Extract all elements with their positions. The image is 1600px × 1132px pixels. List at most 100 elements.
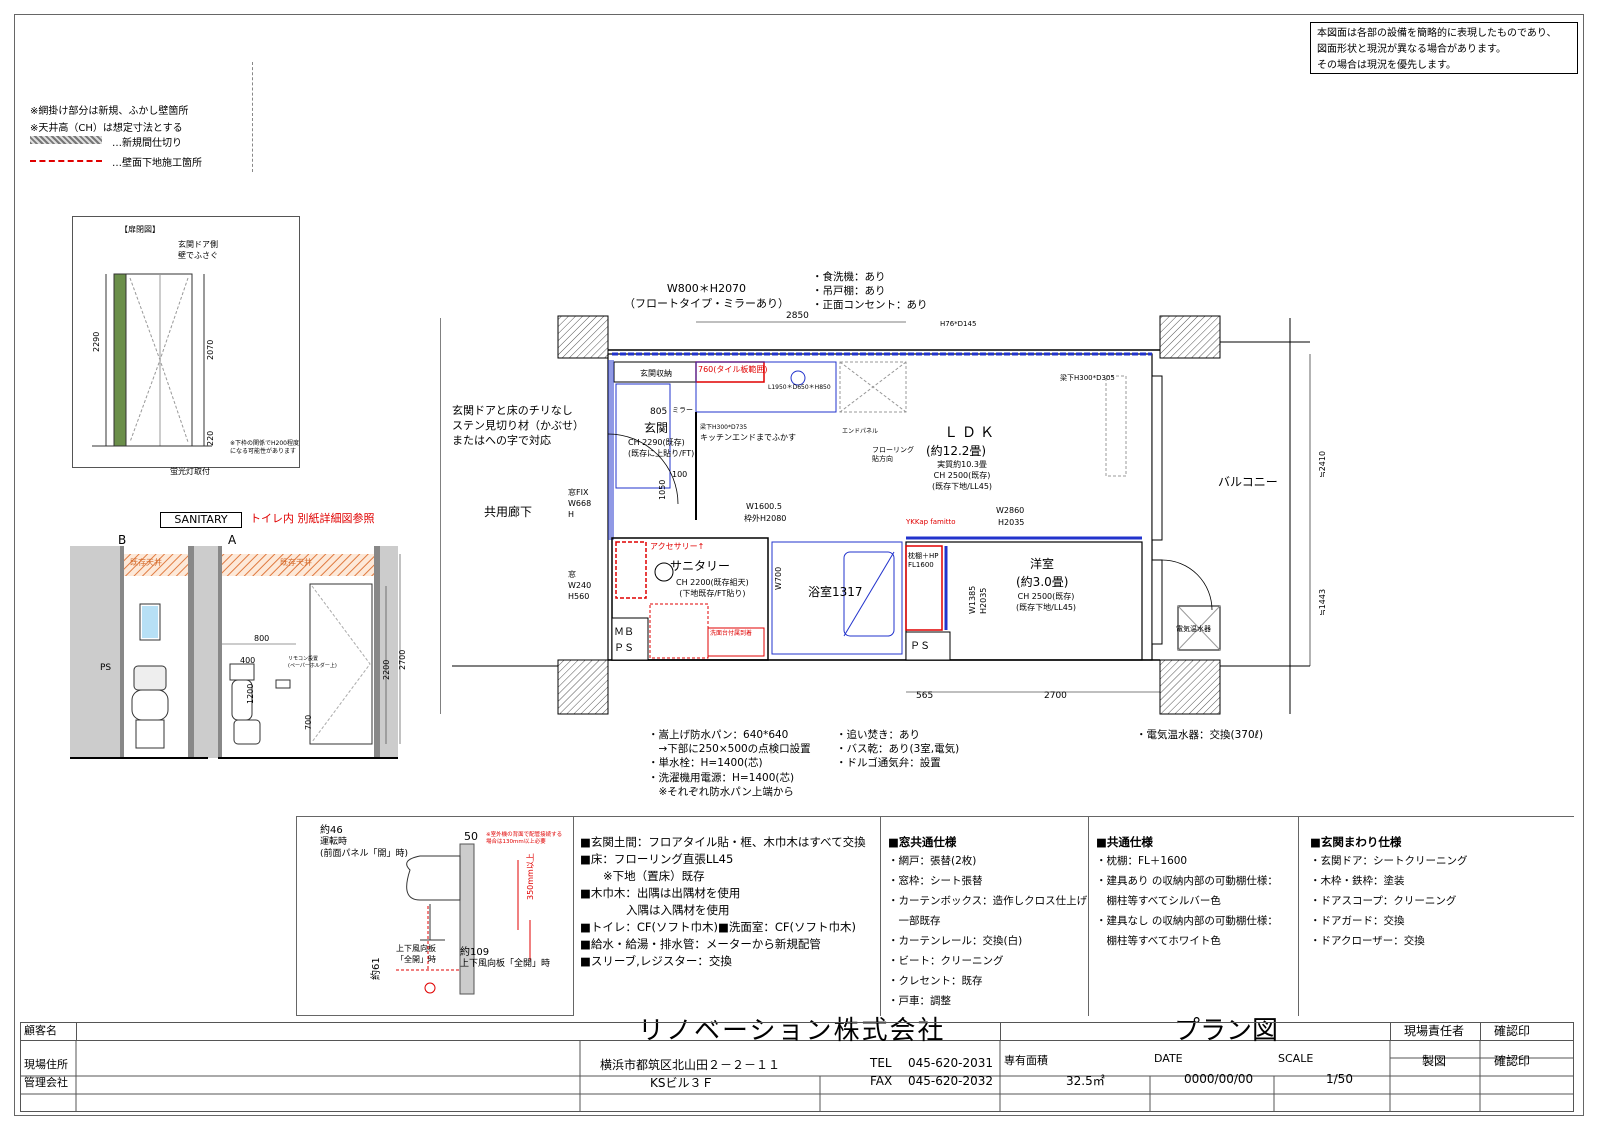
beam-note-1: 梁下H300*D735 [700,424,748,431]
spec-col-1: ■玄関土間：フロアタイル貼・框、木巾木はすべて交換 ■床：フローリング直張LL4… [580,834,866,970]
spec-col-2: ■窓共通仕様 ・網戸：張替(2枚) ・窓枠：シート張替 ・カーテンボックス：造作… [888,834,1087,1011]
door-spec: W800＊H2070 （フロートタイプ・ミラーあり） [624,282,789,310]
floor-plan [440,315,1311,715]
spec-item: ■スリーブ,レジスター：交換 [580,954,732,968]
elevation-drawing [92,273,212,447]
spec-item: ・戸車：調整 [888,995,951,1007]
dim-805: 805 [650,407,668,417]
tb-line [1000,1022,1001,1040]
spec-item: ■玄関土間：フロアタイル貼・框、木巾木はすべて交換 [580,835,866,849]
spec-divider-2 [1088,816,1089,1016]
ykk-note: YKKap famitto [906,518,956,526]
area-value: 32.5㎡ [1066,1074,1105,1088]
tb-line [1390,1022,1391,1040]
dim-w1385: W1385 H2035 [968,585,988,614]
elev-dim-right: 2070 [206,339,215,360]
notice-box: 本図面は各部の設備を簡略的に表現したものであり、 図面形状と現況が異なる場合があ… [1310,22,1578,74]
tile-range: 760(タイル板範囲) [698,365,768,374]
plan-notes-2: ・追い焚き：あり ・バス乾：あり(3室,電気) ・ドルゴ通気弁：設置 [836,729,960,770]
spec-title: ■窓共通仕様 [888,835,957,849]
dim-w700: W700 [774,566,783,590]
elev-dim-left: 2290 [92,331,101,352]
elevation-b-label: B [118,533,127,547]
accessory: アクセサリー↑ [650,542,705,551]
h76-note: H76*D145 [940,320,977,328]
western-ch: CH 2500(既存) (既存下地/LL45) [1016,592,1077,612]
area-label: 専有面積 [1004,1054,1048,1067]
dim-700: 700 [304,714,313,730]
drafter-label: 製図 [1422,1054,1447,1068]
spec-item: ■床：フローリング直張LL45 [580,852,734,866]
ac-d50: 50 [464,830,478,843]
ac-top: 約46 [320,825,343,836]
spec-item: 棚柱等すべてシルバー色 [1096,895,1221,907]
ac-d109: 約109 [460,947,490,958]
title-block-grid [20,1040,1574,1112]
western-size: (約3.0畳) [1016,575,1069,589]
spec-col-3: ■共通仕様 ・枕棚：FL＋1600 ・建具あり の収納内部の可動棚仕様： 棚柱等… [1096,834,1278,951]
balcony-label: バルコニー [1218,475,1278,489]
ps-label: PS [100,663,112,673]
kitchen-notes: ・食洗機：あり ・吊戸棚：あり ・正面コンセント：あり [812,271,928,312]
elev-light-note: 蛍光灯取付 [170,467,210,476]
western-label: 洋室 [1030,557,1055,571]
window-fix: 窓FIX W668 H [568,488,592,519]
entrance-storage: 玄関収納 [640,369,672,378]
ac-detail-drawing [396,843,531,995]
date-label: DATE [1154,1052,1183,1065]
spec-item: 棚柱等すべてホワイト色 [1096,935,1221,947]
elevation-title: 【扉閉図】 [120,225,160,234]
red-dash-swatch [30,160,102,162]
ldk-size: (約12.2畳) [926,444,987,458]
spec-item: ・ビート：クリーニング [888,955,1004,967]
notice-line: その場合は現況を優先します。 [1317,60,1456,71]
ps-label-2: ＰＳ [910,641,930,652]
ldk-detail: 実質約10.3畳 CH 2500(既存) (既存下地/LL45) [932,460,993,491]
dim-2410: ≒2410 [1318,450,1327,478]
spec-item: 一部既存 [888,915,941,927]
tb-line [1480,1022,1481,1040]
hatch-swatch [30,136,102,144]
spec-title: ■共通仕様 [1096,835,1153,849]
check-label-2: 確認印 [1494,1054,1531,1068]
dim-565: 565 [916,691,934,701]
ac-vent-open: 上下風向板「全開」時 [460,959,551,969]
spec-area [296,816,1574,1017]
dim-1443: ≒1443 [1318,588,1327,616]
elevation-a-label: A [228,533,237,547]
remote-note: リモコン設置 (ペーパーホルダー上) [288,656,337,669]
legend-line: ※網掛け部分は新規、ふかし壁箇所 [30,106,189,117]
ldk-label: ＬＤＫ [944,425,998,441]
kitchen-end: キッチンエンドまでふかす [700,433,796,442]
entrance-label: 玄関 [644,421,669,435]
sanitary-ch: CH 2200(既存組天) (下地既存/FT貼り) [676,578,749,598]
ac-d350: 350mm以上 [526,853,535,900]
drawing-frame [14,14,1584,1116]
dim-2200: 2200 [382,659,391,680]
spec-divider-1 [880,816,881,1016]
site-label: 現場住所 [24,1058,68,1071]
beam-note-2: 梁下H300*D305 [1060,374,1115,382]
plan-notes-3: ・電気温水器：交換(370ℓ) [1136,729,1264,741]
spec-title: ■玄関まわり仕様 [1310,835,1402,849]
spec-item: ・ドアスコープ：クリーニング [1310,895,1457,907]
spec-item: ・枕棚：FL＋1600 [1096,855,1188,867]
notice-line: 図面形状と現況が異なる場合があります。 [1317,44,1506,55]
legend-line: ※天井高（CH）は想定寸法とする [30,123,183,134]
kitchen-dim: L1950＊D650＊H850 [768,384,831,391]
dim-2700: 2700 [398,649,407,670]
date-value: 0000/00/00 [1184,1072,1254,1086]
spec-item: ■給水・給湯・排水管：メーターから新規配管 [580,937,821,951]
fax-number: 045-620-2032 [908,1074,994,1088]
window-small: 窓 W240 H560 [568,570,592,601]
ac-detail-box [296,816,574,1016]
spec-item: ・クレセント：既存 [888,975,983,987]
frame-2080: 枠外H2080 [744,514,787,523]
elev-dim-small: 220 [206,430,215,446]
ldk-floor-dir: フローリング 貼方向 [872,446,914,464]
spec-item: 入隅は入隅材を使用 [580,903,730,917]
company-name: リノベーション株式会社 [638,1016,946,1046]
ac-d61: 約61 [371,957,382,980]
spec-item: ・網戸：張替(2枚) [888,855,977,867]
spec-item: ・建具なし の収納内部の可動棚仕様： [1096,915,1278,927]
